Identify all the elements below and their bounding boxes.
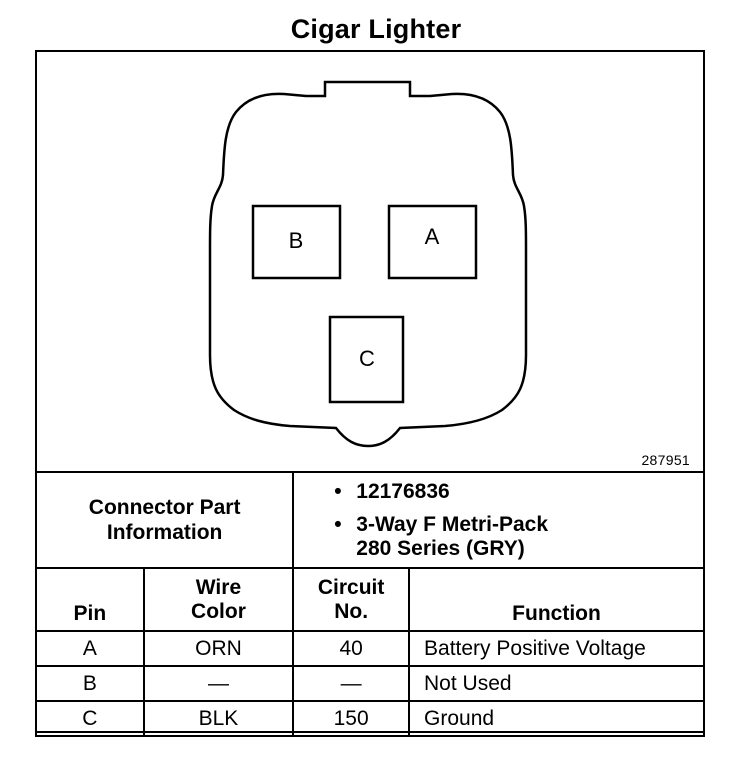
header-circuit-line2: No.: [334, 599, 369, 623]
part-info-row: Connector Part Information • 12176836 • …: [34, 471, 705, 569]
cell-circuit: —: [292, 665, 411, 702]
pin-b-cavity: [251, 204, 342, 280]
pin-a-label: A: [425, 224, 440, 249]
cell-pin: A: [35, 630, 145, 667]
table-row: C BLK 150 Ground: [35, 700, 705, 737]
connector-type-line2: 280 Series (GRY): [356, 536, 525, 560]
cell-function: Battery Positive Voltage: [408, 630, 705, 667]
header-wire-color: Wire Color: [142, 567, 295, 632]
diagram-title: Cigar Lighter: [290, 14, 462, 44]
part-info-label-line2: Information: [106, 521, 223, 544]
pin-a-cavity: [387, 204, 478, 280]
pin-c-label: C: [359, 346, 375, 371]
pin-b-label: B: [289, 228, 304, 253]
cell-wire-color: —: [142, 665, 295, 702]
table-header-row: Pin Wire Color Circuit No. Function: [35, 567, 705, 632]
connector-table: Connector Part Information • 12176836 • …: [34, 471, 705, 737]
connector-type-line1: 3-Way F Metri-Pack: [356, 512, 549, 536]
connector-type-item: • 3-Way F Metri-Pack 280 Series (GRY): [334, 513, 703, 561]
cell-circuit: 150: [292, 700, 411, 737]
pin-c-cavity: [328, 315, 405, 404]
table-row: A ORN 40 Battery Positive Voltage: [35, 630, 705, 667]
cell-pin: C: [35, 700, 145, 737]
header-pin: Pin: [35, 567, 145, 632]
cell-circuit: 40: [292, 630, 411, 667]
header-wire-color-line1: Wire: [195, 575, 242, 599]
bullet-icon: •: [334, 512, 342, 536]
cell-wire-color: BLK: [142, 700, 295, 737]
part-number: 12176836: [356, 479, 450, 503]
header-circuit-line1: Circuit: [317, 575, 385, 599]
part-info-list: • 12176836 • 3-Way F Metri-Pack 280 Seri…: [292, 471, 705, 569]
part-number-item: • 12176836: [334, 480, 703, 504]
connector-outline: [208, 80, 528, 448]
header-circuit-no: Circuit No.: [292, 567, 411, 632]
cell-function: Not Used: [408, 665, 705, 702]
cell-function: Ground: [408, 700, 705, 737]
cell-pin: B: [35, 665, 145, 702]
header-wire-color-line2: Color: [191, 599, 246, 623]
part-info-label-line1: Connector Part: [88, 496, 241, 519]
figure-code: 287951: [641, 452, 690, 468]
table-row: B — — Not Used: [35, 665, 705, 702]
bullet-icon: •: [334, 479, 342, 503]
part-info-label: Connector Part Information: [34, 471, 295, 569]
cell-wire-color: ORN: [142, 630, 295, 667]
header-function: Function: [408, 567, 705, 632]
